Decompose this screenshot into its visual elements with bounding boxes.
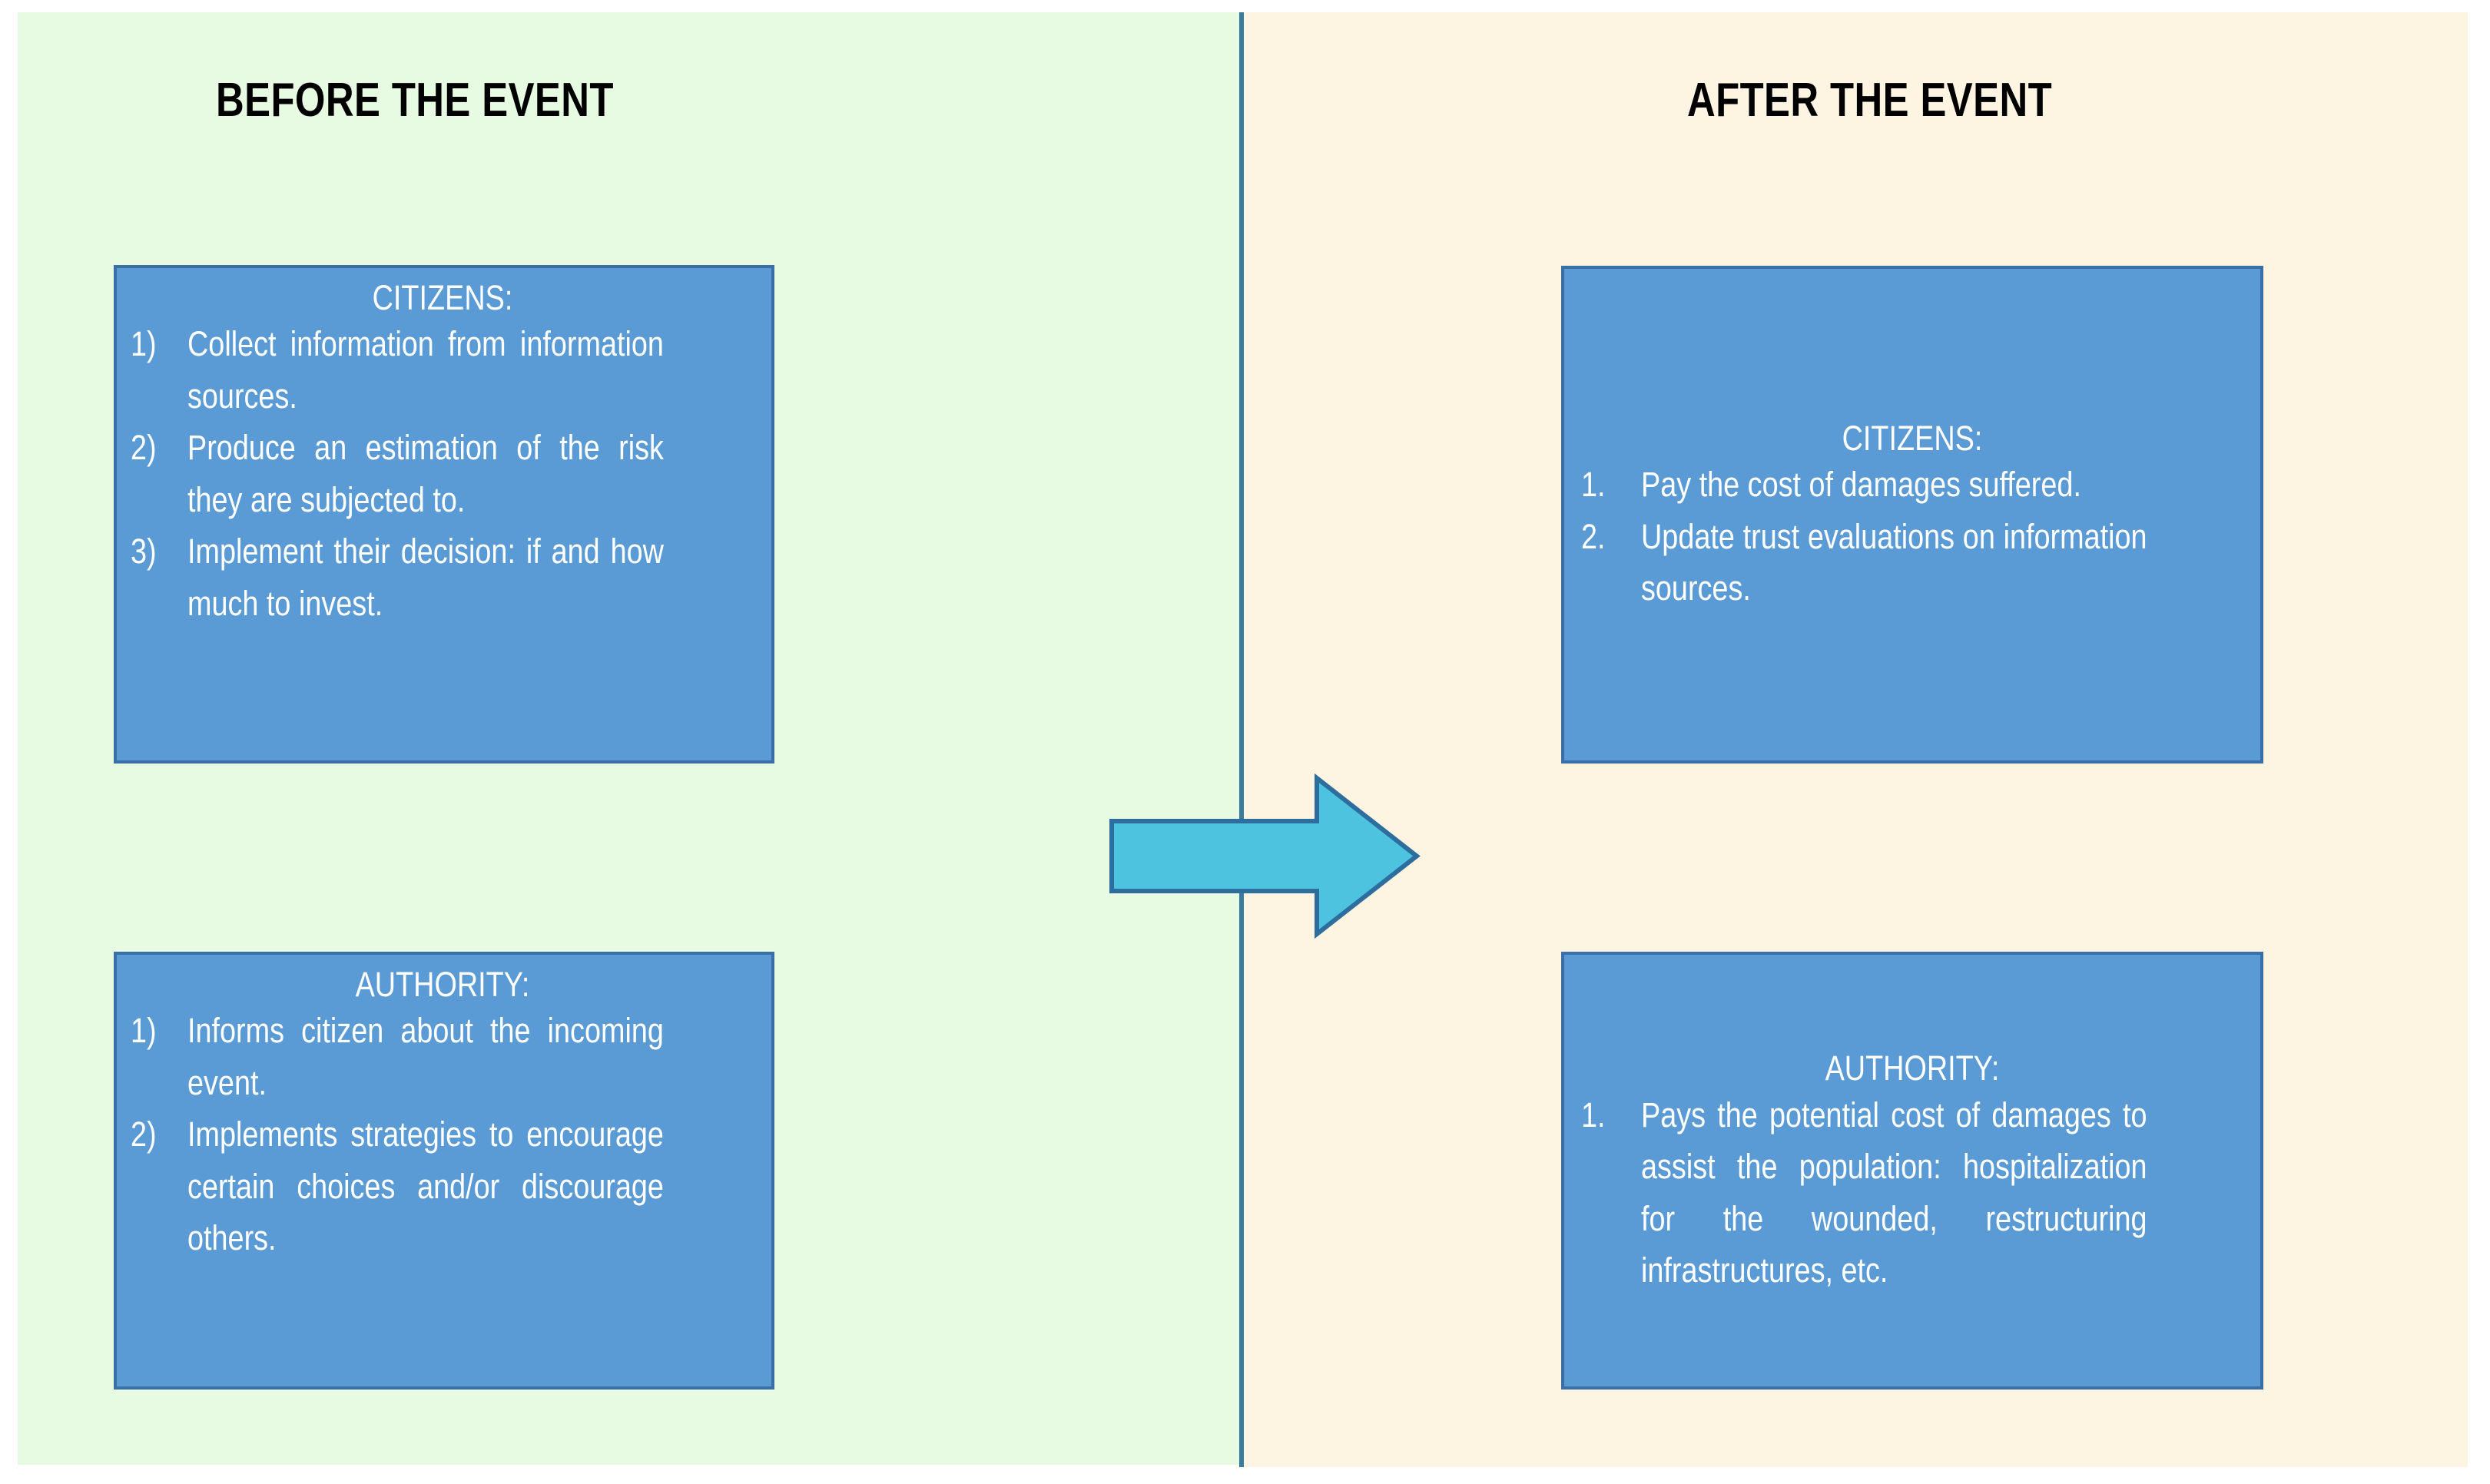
list-item: 2) Produce an estimation of the risk the…	[131, 422, 754, 525]
box-before-citizens: CITIZENS: 1) Collect information from in…	[114, 265, 774, 764]
list-marker: 1.	[1581, 465, 1606, 505]
list-item: 3) Implement their decision: if and how …	[131, 525, 754, 629]
list-marker: 2)	[131, 428, 157, 468]
box-title: CITIZENS:	[372, 278, 513, 317]
box-list: 1) Informs citizen about the incoming ev…	[131, 1005, 754, 1264]
list-item: 1) Informs citizen about the incoming ev…	[131, 1005, 754, 1108]
list-text: Produce an estimation of the risk they a…	[187, 428, 664, 519]
list-item: 1) Collect information from information …	[131, 318, 754, 422]
box-title: AUTHORITY:	[355, 965, 530, 1004]
box-after-citizens: CITIZENS: 1. Pay the cost of damages suf…	[1561, 266, 2263, 764]
list-text: Pays the potential cost of damages to as…	[1641, 1095, 2147, 1290]
vertical-divider	[1239, 12, 1244, 1467]
box-list: 1) Collect information from information …	[131, 318, 754, 629]
list-text: Implement their decision: if and how muc…	[187, 532, 664, 623]
list-marker: 1.	[1581, 1095, 1606, 1135]
heading-before-the-event: BEFORE THE EVENT	[216, 74, 614, 127]
list-text: Implements strategies to encourage certa…	[187, 1115, 664, 1258]
list-item: 2) Implements strategies to encourage ce…	[131, 1108, 754, 1264]
list-item: 1. Pays the potential cost of damages to…	[1581, 1089, 2243, 1297]
box-title: AUTHORITY:	[1825, 1048, 2000, 1088]
list-item: 1. Pay the cost of damages suffered.	[1581, 459, 2243, 511]
list-text: Informs citizen about the incoming event…	[187, 1011, 664, 1102]
list-item: 2. Update trust evaluations on informati…	[1581, 511, 2243, 614]
list-marker: 3)	[131, 532, 157, 571]
right-arrow-icon	[1109, 773, 1421, 939]
list-marker: 2)	[131, 1115, 157, 1154]
heading-after-the-event: AFTER THE EVENT	[1687, 74, 2053, 127]
box-after-authority: AUTHORITY: 1. Pays the potential cost of…	[1561, 952, 2263, 1390]
list-marker: 1)	[131, 1011, 157, 1051]
box-title: CITIZENS:	[1842, 419, 1983, 459]
box-before-authority: AUTHORITY: 1) Informs citizen about the …	[114, 952, 774, 1390]
list-text: Update trust evaluations on information …	[1641, 516, 2147, 608]
box-list: 1. Pays the potential cost of damages to…	[1581, 1089, 2243, 1297]
list-text: Pay the cost of damages suffered.	[1641, 465, 2081, 505]
list-marker: 2.	[1581, 516, 1606, 556]
box-list: 1. Pay the cost of damages suffered. 2. …	[1581, 459, 2243, 614]
list-text: Collect information from information sou…	[187, 324, 664, 416]
list-marker: 1)	[131, 324, 157, 364]
